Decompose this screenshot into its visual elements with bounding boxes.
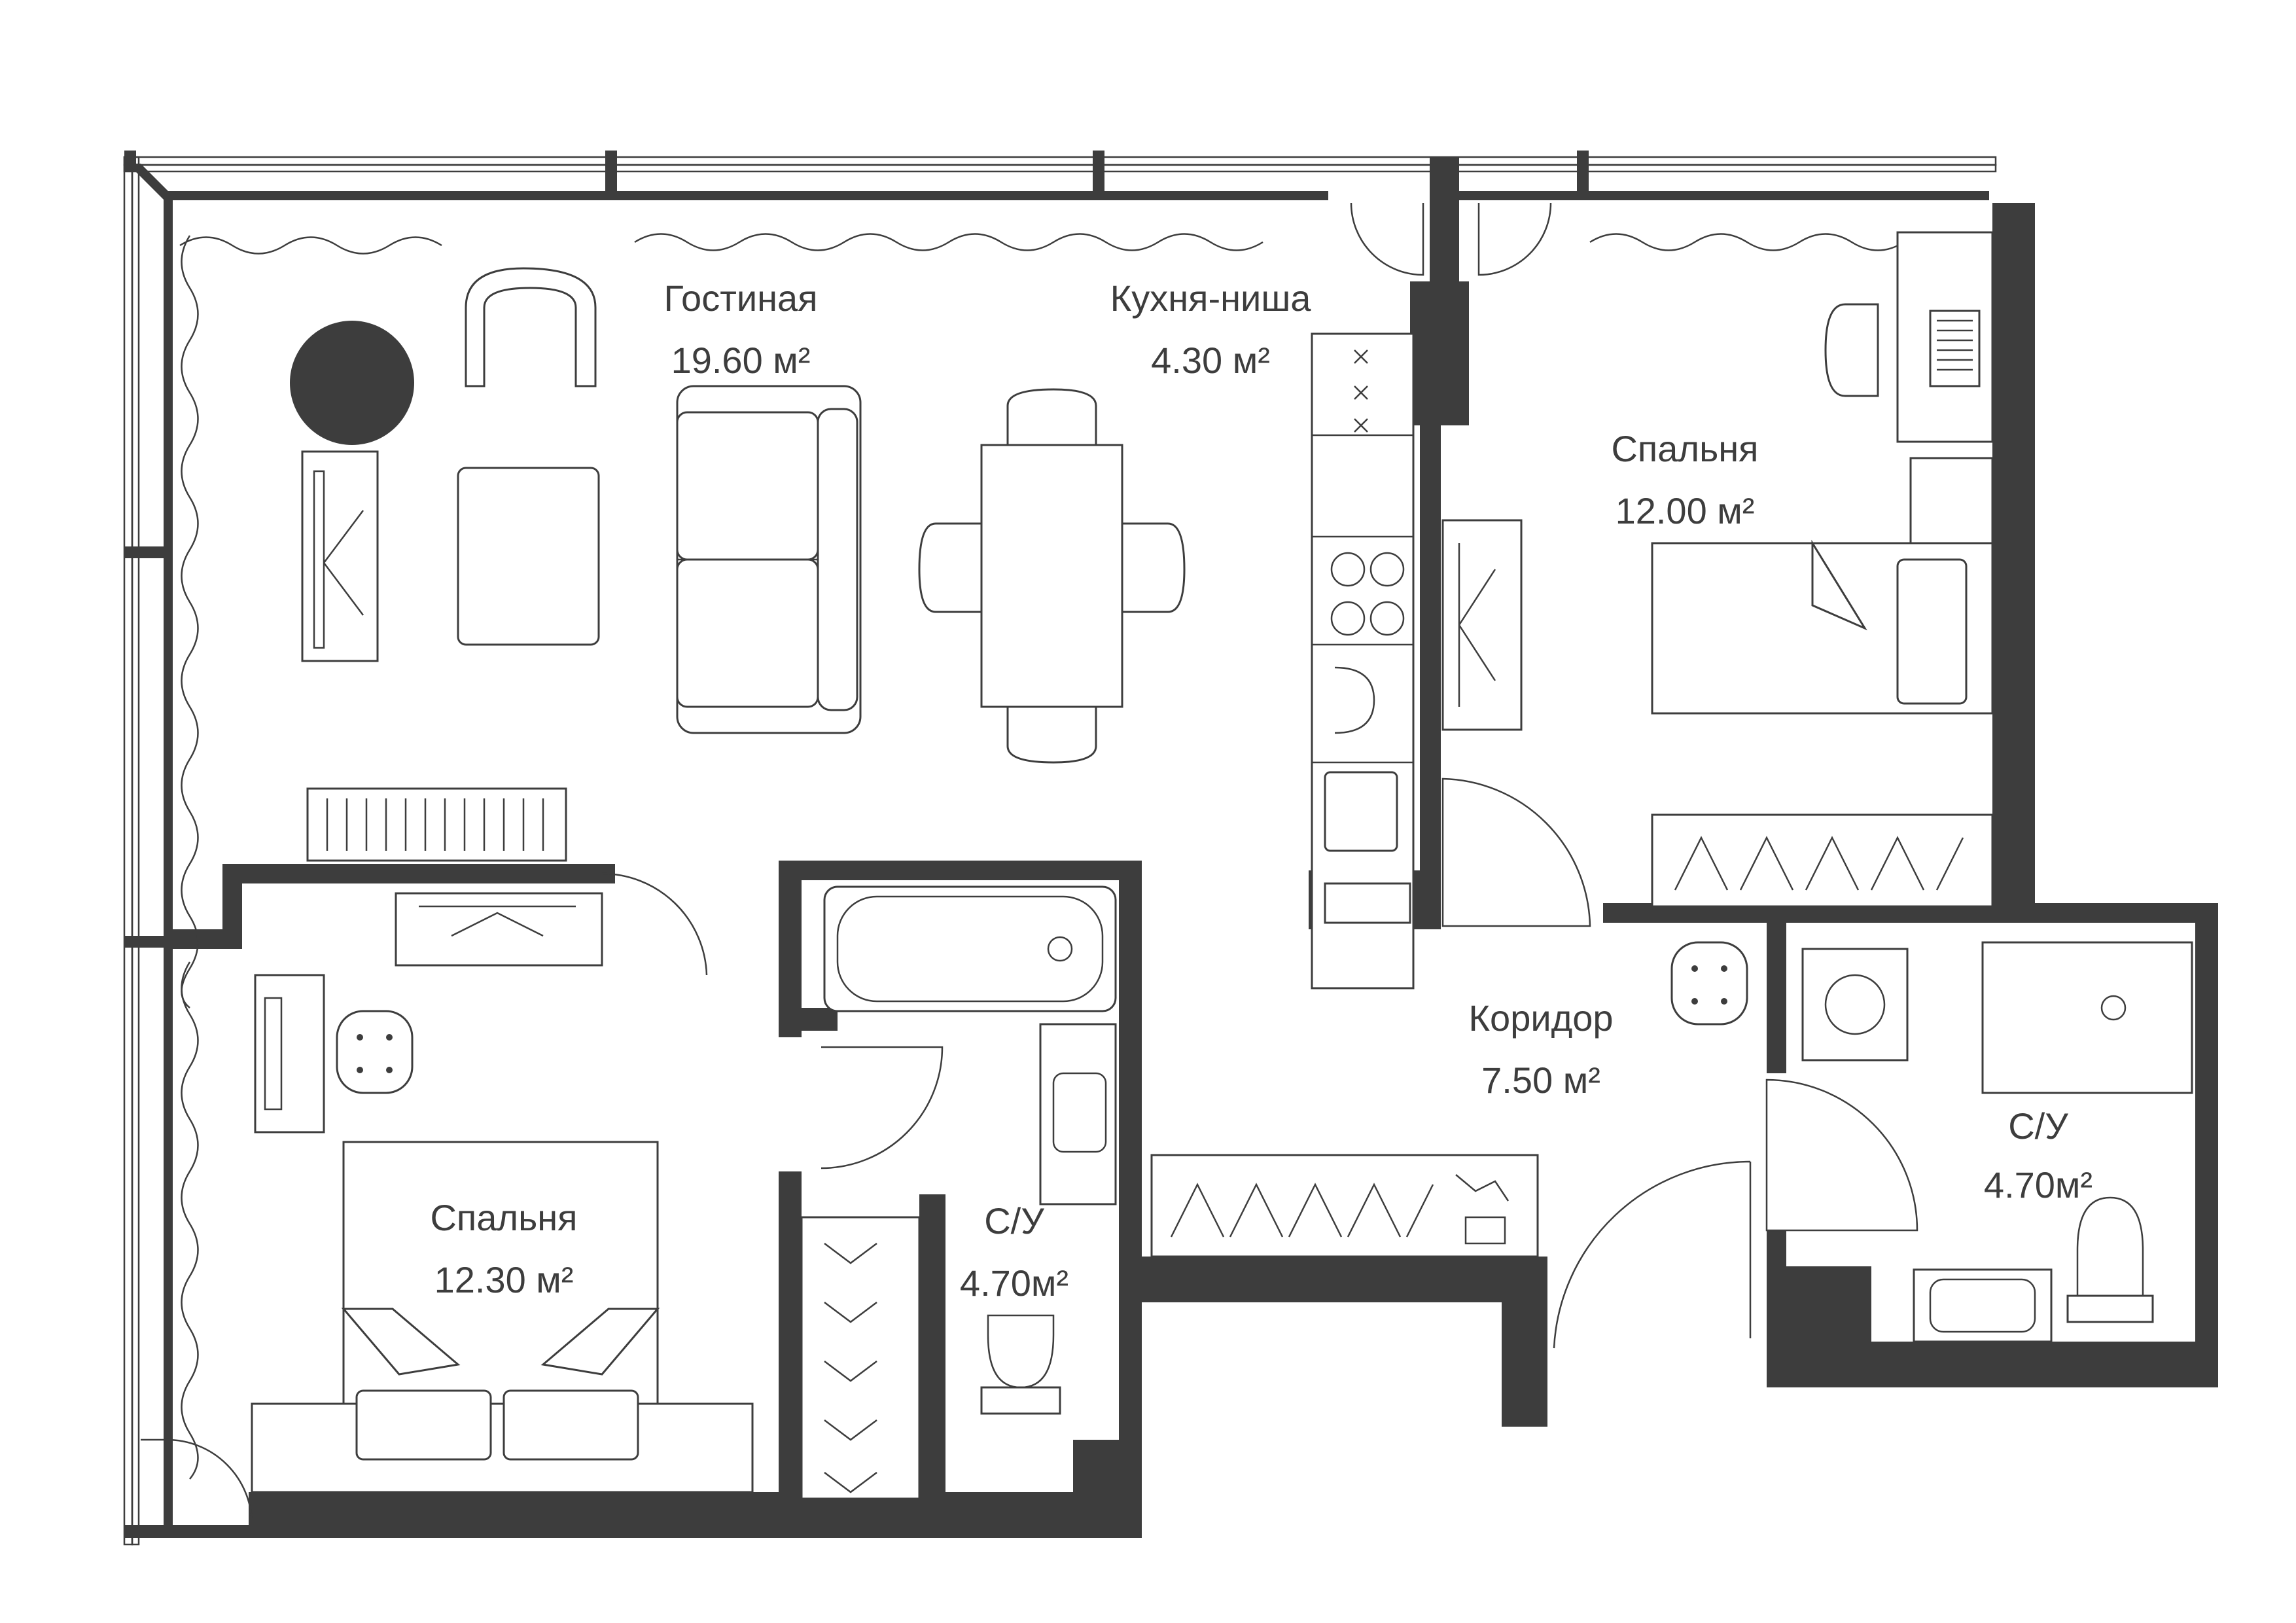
toilet-icon: [2076, 1196, 2144, 1297]
door-icon: [141, 1438, 253, 1525]
bedroom2-furniture: [251, 892, 754, 1493]
tv-unit-icon: [395, 892, 603, 967]
cooktop-icon: [1354, 349, 1368, 433]
room-area-bedroom1: 12.00 м²: [1616, 490, 1755, 531]
kitchen-furniture: [1311, 332, 1415, 990]
door-icon: [601, 872, 708, 976]
door-icon: [821, 1046, 944, 1169]
room-name-bath1: С/У: [984, 1200, 1044, 1241]
washbasin-icon: [1039, 1023, 1117, 1205]
bed-icon: [251, 1141, 754, 1493]
armchair-icon: [465, 267, 597, 387]
room-name-bedroom1: Спальня: [1611, 428, 1758, 469]
room-name-living: Гостиная: [663, 277, 817, 319]
bedroom1-furniture: [1441, 231, 1994, 908]
room-area-bedroom2: 12.30 м²: [434, 1259, 574, 1300]
door-icon: [1765, 1079, 1918, 1232]
bed-icon: [1651, 457, 1994, 715]
living-room-furniture: [290, 267, 1186, 862]
corridor-furniture: [1150, 941, 1748, 1258]
dining-table-icon: [918, 388, 1186, 764]
door-icon: [1441, 777, 1591, 927]
washbasin-icon: [1913, 1268, 2053, 1343]
dishwasher-icon: [1334, 666, 1375, 734]
door-icon: [1477, 202, 1552, 276]
shelf-icon: [800, 1216, 921, 1500]
room-area-kitchen: 4.30 м²: [1151, 340, 1270, 381]
dresser-icon: [254, 974, 325, 1133]
room-name-bedroom2: Спальня: [430, 1197, 577, 1238]
walls: [124, 157, 2218, 1538]
room-area-living: 19.60 м²: [671, 340, 811, 381]
bath2-fixtures: [1801, 941, 2193, 1343]
curtains: [179, 233, 1957, 1480]
door-icon: [1553, 1160, 1752, 1349]
room-area-bath1: 4.70м²: [960, 1262, 1069, 1304]
doors: [141, 202, 1918, 1525]
laptop-icon: [1929, 310, 1981, 387]
door-icon: [1350, 202, 1424, 276]
pouf-icon: [336, 1010, 414, 1094]
room-labels: Гостиная 19.60 м² Кухня-ниша 4.30 м² Спа…: [430, 277, 2093, 1304]
ottoman-icon: [457, 467, 600, 646]
room-name-kitchen: Кухня-ниша: [1110, 277, 1312, 319]
sink-icon: [1324, 771, 1398, 852]
wardrobe-icon: [1651, 813, 1994, 908]
toilet-icon: [987, 1314, 1055, 1389]
sofa-icon: [676, 385, 862, 734]
chair-icon: [1824, 303, 1879, 397]
pouf-icon: [1670, 941, 1748, 1026]
room-area-bath2: 4.70м²: [1984, 1164, 2093, 1205]
room-name-corridor: Коридор: [1468, 997, 1613, 1039]
room-name-bath2: С/У: [2008, 1105, 2068, 1147]
bath1-fixtures: [800, 885, 1117, 1500]
radiator-icon: [306, 787, 567, 862]
rug-icon: [1441, 519, 1523, 731]
round-table-icon: [290, 321, 414, 445]
bathtub-icon: [823, 885, 1117, 1012]
washing-machine-icon: [1801, 948, 1909, 1061]
window-glazing: [123, 151, 1997, 1546]
room-area-corridor: 7.50 м²: [1481, 1060, 1600, 1101]
wardrobe-icon: [1150, 1154, 1539, 1258]
shower-icon: [1981, 941, 2193, 1094]
